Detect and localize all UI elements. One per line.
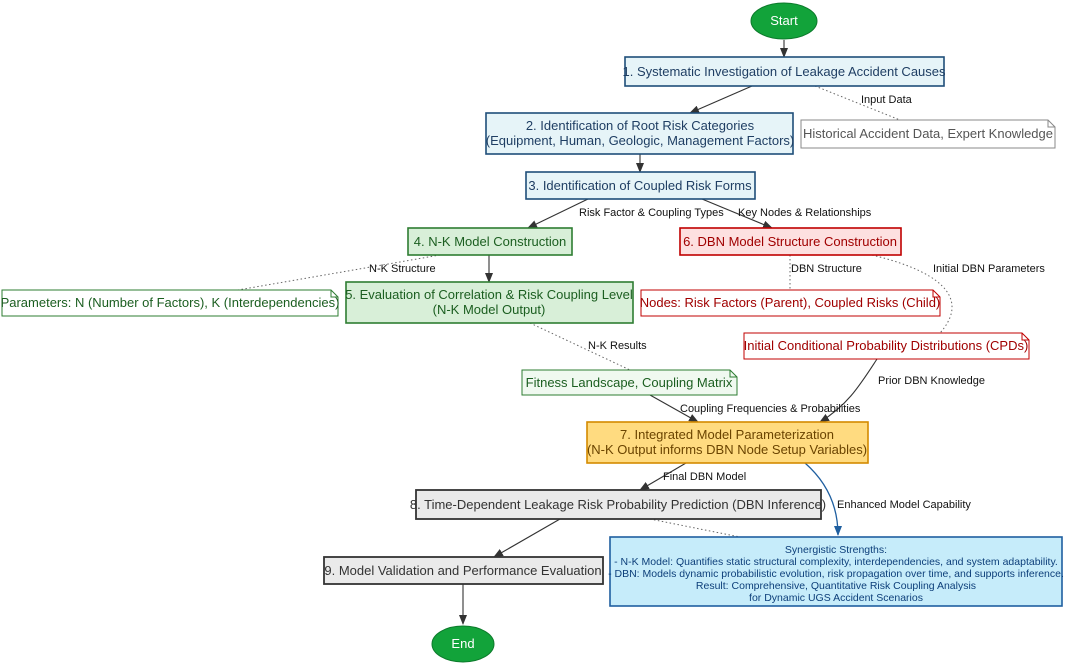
- step7-label-line2: (N-K Output informs DBN Node Setup Varia…: [587, 442, 867, 457]
- synergy-title: Synergistic Strengths:: [785, 544, 887, 556]
- note-cpds: Initial Conditional Probability Distribu…: [743, 332, 1030, 360]
- label-nk-results: N-K Results: [588, 340, 647, 352]
- step1-label: 1. Systematic Investigation of Leakage A…: [622, 64, 946, 79]
- synergy-nk: - N-K Model: Quantifies static structura…: [614, 556, 1058, 568]
- synergy-box: Synergistic Strengths: - N-K Model: Quan…: [608, 536, 1064, 607]
- end-label: End: [451, 636, 474, 651]
- label-final-dbn: Final DBN Model: [663, 471, 746, 483]
- synergy-dbn: - DBN: Models dynamic probabilistic evol…: [608, 568, 1064, 580]
- edge-fitness-step7: [649, 394, 699, 423]
- dotted-step1-historical: [814, 85, 901, 121]
- note-fitness: Fitness Landscape, Coupling Matrix: [521, 369, 738, 396]
- edge-labels: Input Data Risk Factor & Coupling Types …: [369, 94, 1045, 511]
- label-nk-structure: N-K Structure: [369, 263, 436, 275]
- edge-step3-step6: [701, 198, 773, 229]
- note-cpds-text: Initial Conditional Probability Distribu…: [744, 338, 1029, 353]
- dotted-step6-cpds: [871, 254, 953, 334]
- note-historical-text: Historical Accident Data, Expert Knowled…: [803, 126, 1053, 141]
- step8-label: 8. Time-Dependent Leakage Risk Probabili…: [410, 497, 826, 512]
- step4-label: 4. N-K Model Construction: [414, 234, 566, 249]
- start-node: Start: [750, 2, 818, 40]
- label-initial-dbn-params: Initial DBN Parameters: [933, 263, 1045, 275]
- edge-step7-synergy: [804, 462, 842, 536]
- step2-label-line1: 2. Identification of Root Risk Categorie…: [526, 118, 755, 133]
- edge-step7-step8: [639, 462, 687, 491]
- step7-label-line1: 7. Integrated Model Parameterization: [620, 427, 834, 442]
- edge-step1-step2: [689, 85, 753, 114]
- step9-box: 9. Model Validation and Performance Eval…: [323, 556, 604, 585]
- synergy-result-line2: for Dynamic UGS Accident Scenarios: [749, 592, 923, 604]
- dotted-step5-fitness: [529, 322, 631, 371]
- step9-label: 9. Model Validation and Performance Eval…: [324, 563, 601, 578]
- label-input-data: Input Data: [861, 94, 913, 106]
- step3-box: 3. Identification of Coupled Risk Forms: [525, 171, 756, 200]
- step3-label: 3. Identification of Coupled Risk Forms: [528, 178, 752, 193]
- label-dbn-structure: DBN Structure: [791, 263, 862, 275]
- edge-cpds-step7: [819, 358, 878, 423]
- note-historical: Historical Accident Data, Expert Knowled…: [800, 119, 1056, 149]
- step6-box: 6. DBN Model Structure Construction: [679, 227, 902, 256]
- step8-box: 8. Time-Dependent Leakage Risk Probabili…: [410, 489, 826, 520]
- step4-box: 4. N-K Model Construction: [407, 227, 573, 256]
- step5-label-line1: 5. Evaluation of Correlation & Risk Coup…: [345, 287, 633, 302]
- step2-label-line2: (Equipment, Human, Geologic, Management …: [486, 133, 795, 148]
- step5-box: 5. Evaluation of Correlation & Risk Coup…: [345, 281, 634, 324]
- edge-step3-step4: [527, 198, 589, 229]
- label-enhanced: Enhanced Model Capability: [837, 499, 971, 511]
- end-node: End: [431, 625, 495, 663]
- note-dbn-nodes: Nodes: Risk Factors (Parent), Coupled Ri…: [640, 289, 941, 317]
- step2-box: 2. Identification of Root Risk Categorie…: [485, 112, 795, 155]
- step5-label-line2: (N-K Model Output): [433, 302, 546, 317]
- label-key-nodes: Key Nodes & Relationships: [738, 207, 872, 219]
- step7-box: 7. Integrated Model Parameterization (N-…: [586, 421, 869, 464]
- dotted-edges: [237, 85, 953, 538]
- label-risk-factor-types: Risk Factor & Coupling Types: [579, 207, 724, 219]
- step6-label: 6. DBN Model Structure Construction: [683, 234, 897, 249]
- step1-box: 1. Systematic Investigation of Leakage A…: [622, 56, 946, 87]
- note-fitness-text: Fitness Landscape, Coupling Matrix: [526, 375, 733, 390]
- label-coupling-freq: Coupling Frequencies & Probabilities: [680, 403, 861, 415]
- note-parameters-text: Parameters: N (Number of Factors), K (In…: [1, 295, 340, 310]
- edge-step8-step9: [493, 518, 561, 558]
- label-prior-dbn: Prior DBN Knowledge: [878, 375, 985, 387]
- dotted-step8-synergy: [649, 518, 741, 538]
- edges: [459, 40, 878, 625]
- start-label: Start: [770, 13, 798, 28]
- synergy-result-line1: Result: Comprehensive, Quantitative Risk…: [696, 580, 976, 592]
- note-parameters: Parameters: N (Number of Factors), K (In…: [1, 289, 340, 317]
- note-dbn-nodes-text: Nodes: Risk Factors (Parent), Coupled Ri…: [640, 295, 941, 310]
